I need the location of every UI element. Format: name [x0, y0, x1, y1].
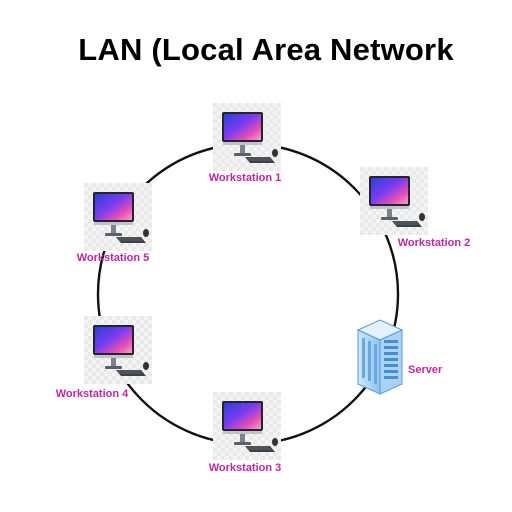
server-label: Server	[408, 364, 443, 376]
workstation-5-computer-icon	[83, 182, 153, 252]
workstation-3-computer-icon	[212, 391, 282, 461]
workstation-3-label: Workstation 3	[208, 462, 282, 474]
workstation-4-computer-icon	[83, 315, 153, 385]
workstation-2-label: Workstation 2	[397, 237, 471, 249]
workstation-1-computer-icon	[212, 102, 282, 172]
server-tower-icon	[356, 319, 404, 395]
workstation-2-computer-icon	[359, 166, 429, 236]
workstation-1-label: Workstation 1	[208, 172, 282, 184]
workstation-5-label: Workstation 5	[76, 252, 150, 264]
workstation-4-label: Workstation 4	[55, 388, 129, 400]
diagram-title: LAN (Local Area Network	[78, 32, 454, 67]
